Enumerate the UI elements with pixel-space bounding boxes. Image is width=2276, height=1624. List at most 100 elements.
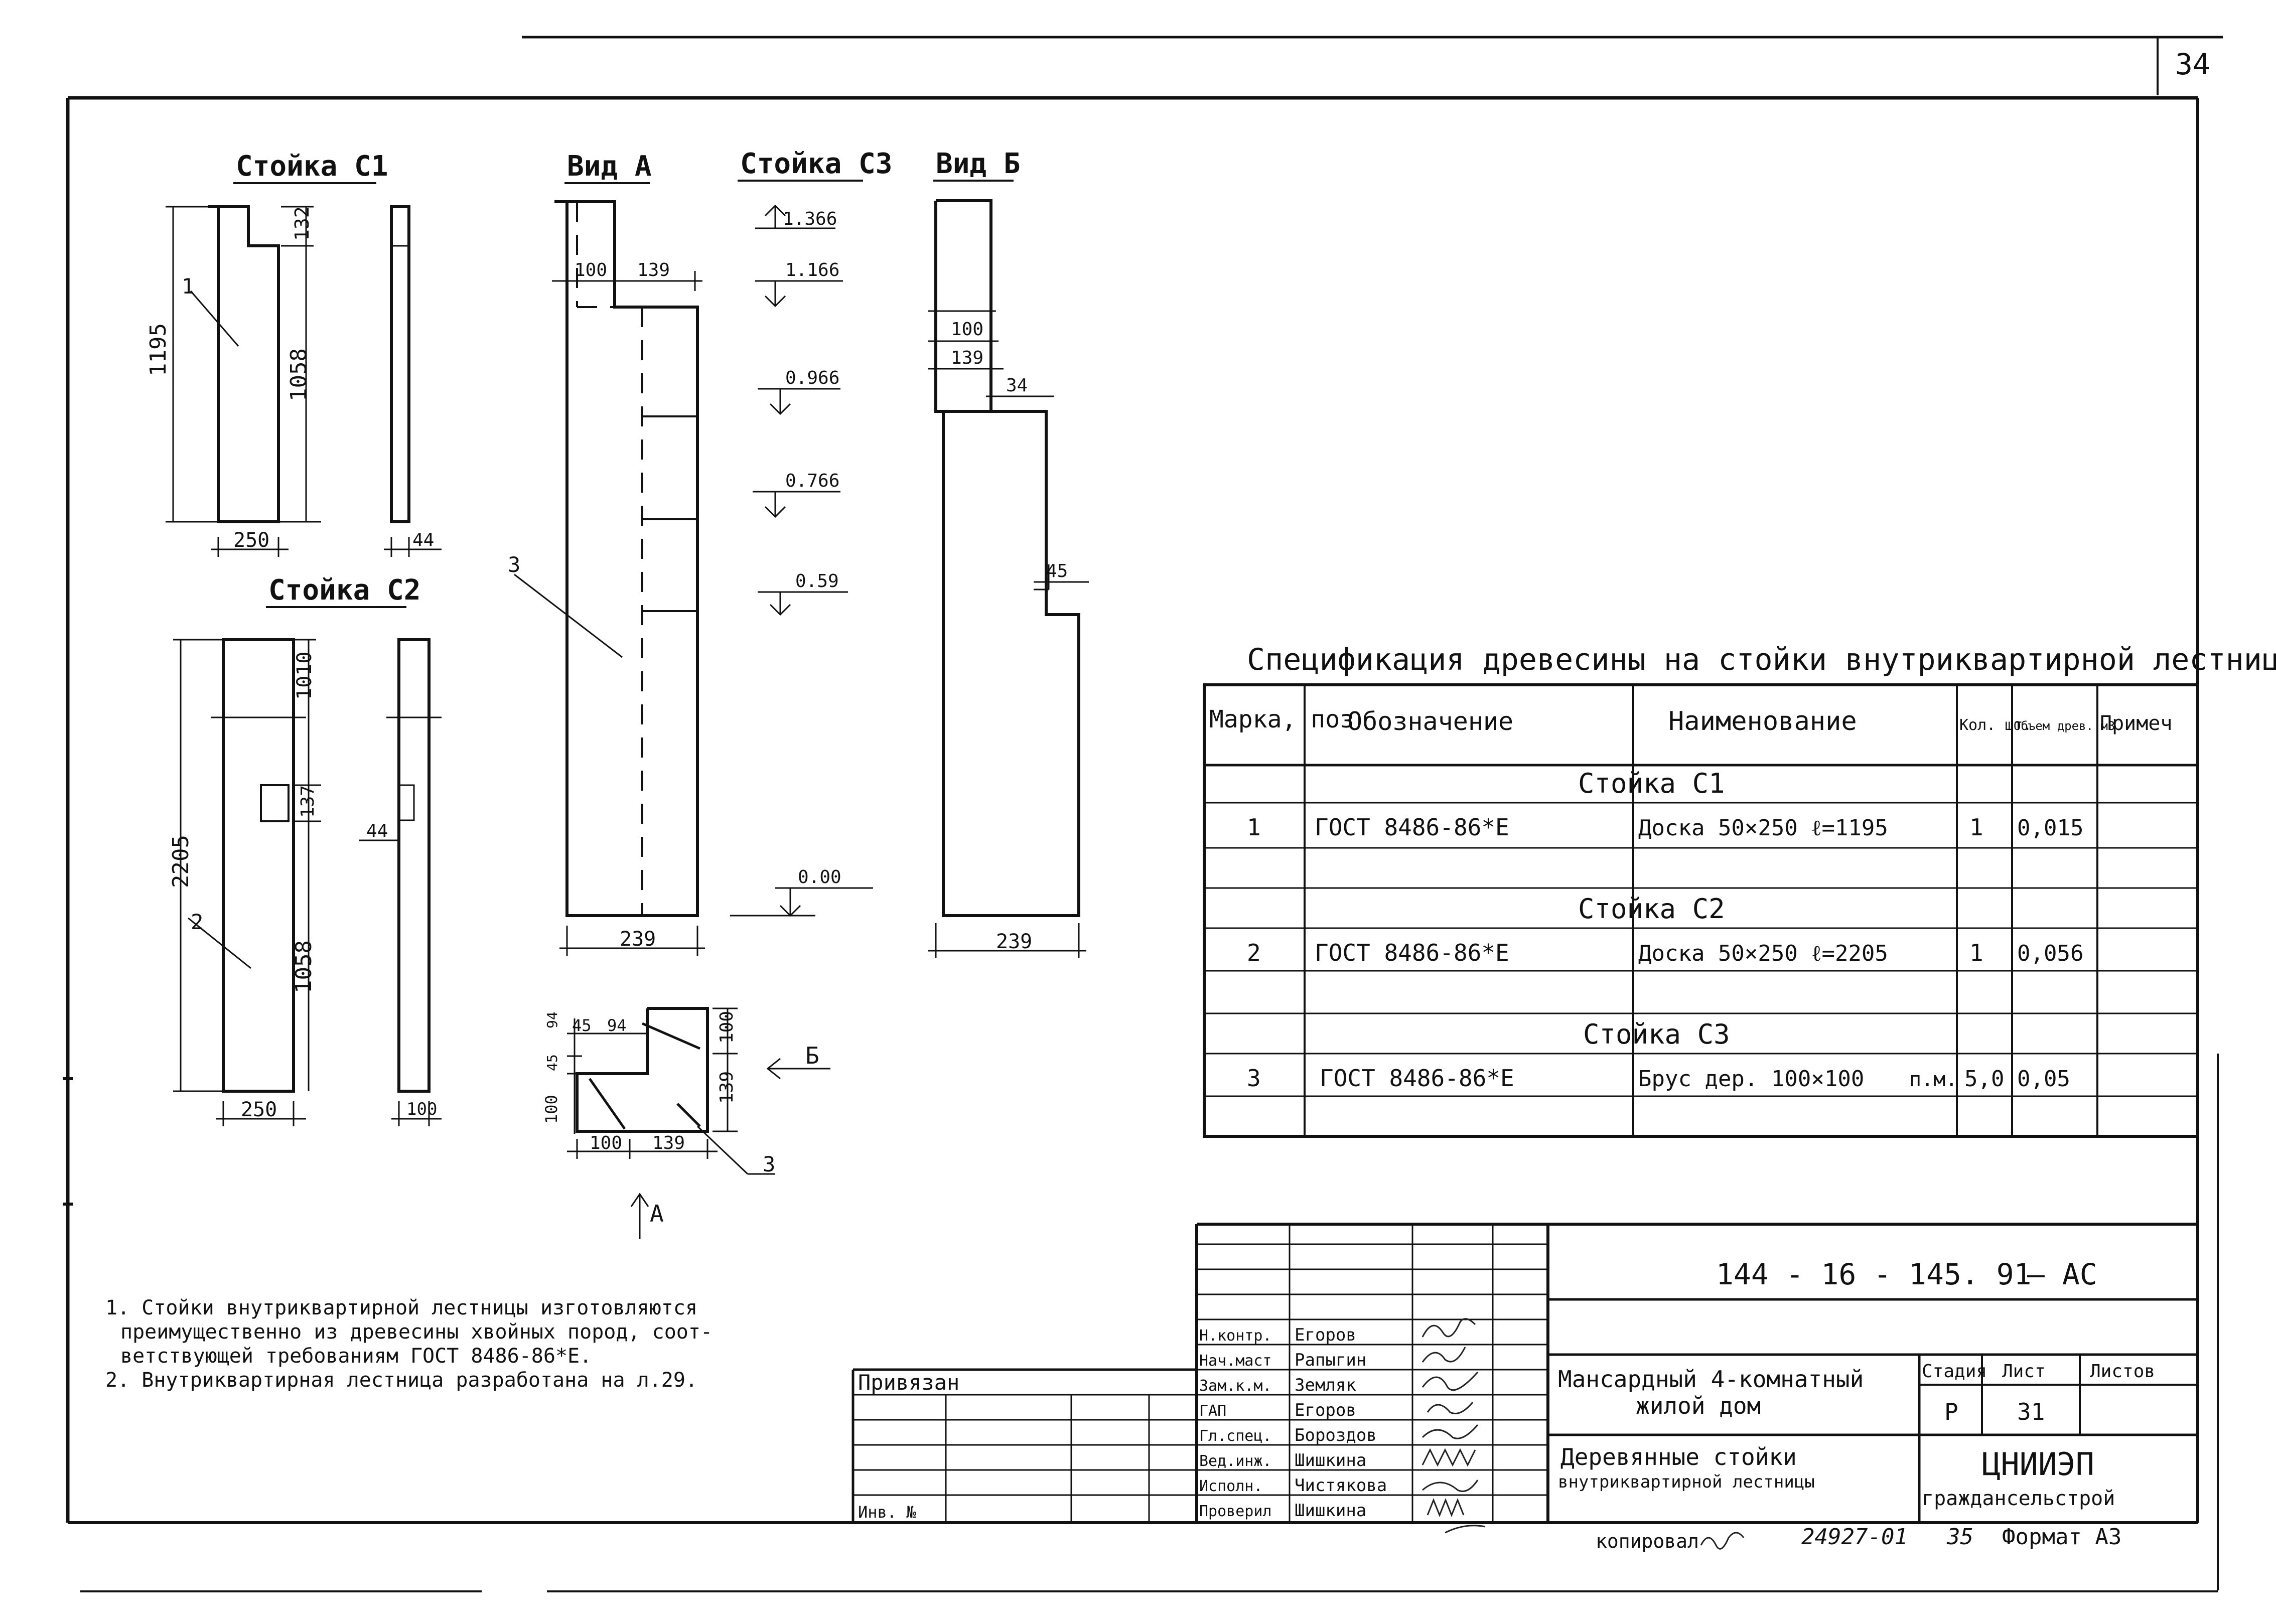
stamp-project-2: жилой дом	[1636, 1392, 1761, 1419]
stamp-name: Шишкина	[1295, 1450, 1366, 1470]
c3-level-6: 0.00	[798, 867, 841, 888]
footer-format: Формат А3	[2002, 1524, 2121, 1550]
vid-a-pos: 3	[508, 552, 520, 577]
c2-h-lower: 1058	[291, 940, 317, 993]
stamp-project-1: Мансардный 4-комнатный	[1558, 1366, 1864, 1393]
stamp-role: ГАП	[1199, 1402, 1226, 1420]
c1-front-view	[208, 205, 280, 523]
note-line-4: 2. Внутриквартирная лестница разработана…	[105, 1369, 697, 1392]
stamp-role: Проверил	[1199, 1503, 1272, 1520]
c2-h-upper: 1010	[293, 652, 316, 700]
section-left-b: 94	[544, 1011, 560, 1028]
spec-row-code: ГОСТ 8486-86*Е	[1315, 814, 1509, 841]
stamp-role: Вед.инж.	[1199, 1452, 1272, 1470]
spec-group-c2: Стойка С2	[1578, 893, 1725, 925]
spec-row-qty: 1	[1969, 939, 1983, 966]
stamp-suffix: – АС	[2027, 1257, 2097, 1291]
stamp-name: Рапыгин	[1295, 1350, 1366, 1370]
section-view	[576, 1007, 709, 1133]
c1-h-upper: 132	[291, 206, 313, 241]
footer-copied: копировал	[1596, 1530, 1699, 1552]
signatures	[1421, 1318, 1486, 1534]
stamp-stage: Р	[1944, 1398, 1958, 1425]
c2-pos: 2	[191, 910, 203, 934]
c2-height: 2205	[168, 835, 194, 888]
spec-row-qty: 5,0	[1964, 1066, 2004, 1092]
title-block-grid	[851, 1223, 2198, 1523]
section-right-b: 139	[717, 1071, 737, 1104]
spec-row-code: ГОСТ 8486-86*Е	[1320, 1065, 1514, 1092]
c3-level-3: 0.966	[785, 368, 839, 388]
note-line-3: ветствующей требованиям ГОСТ 8486-86*Е.	[120, 1345, 592, 1368]
spec-row-name: Доска 50×250 ℓ=1195	[1638, 815, 1888, 841]
spec-row-pos: 3	[1247, 1065, 1261, 1092]
section-arrow-a: А	[650, 1200, 664, 1227]
stamp-stage-label: Стадия	[1922, 1361, 1987, 1382]
stamp-list-label: Лист	[2002, 1361, 2046, 1382]
note-line-2: преимущественно из древесины хвойных пор…	[120, 1320, 713, 1344]
spec-header-note: Примеч	[2100, 712, 2173, 735]
vid-a-width: 239	[620, 928, 656, 951]
vid-a-dim-100: 100	[575, 260, 607, 280]
spec-header-mark: Марка, поз	[1209, 705, 1354, 733]
c2-h-mid: 137	[298, 785, 318, 818]
title-vid-b: Вид Б	[936, 147, 1021, 180]
c3-level-marks	[730, 204, 873, 917]
stamp-sheet-title-2: внутриквартирной лестницы	[1558, 1472, 1815, 1492]
c1-h-lower: 1058	[286, 348, 312, 401]
spec-header-vol: Объем древ. м3	[2014, 719, 2115, 733]
section-pos: 3	[763, 1152, 775, 1176]
spec-row-qty: 1	[1969, 814, 1983, 841]
stamp-name: Земляк	[1295, 1375, 1356, 1395]
spec-row-unit: п.м.	[1909, 1068, 1957, 1091]
stamp-org-2: граждансельстрой	[1922, 1487, 2115, 1510]
c2-thickness: 44	[366, 821, 388, 841]
spec-row-code: ГОСТ 8486-86*Е	[1315, 939, 1509, 966]
stamp-privyazan: Привязан	[858, 1370, 959, 1395]
spec-row-vol: 0,056	[2017, 941, 2083, 966]
stamp-inv: Инв. №	[858, 1503, 916, 1522]
stamp-name: Шишкина	[1295, 1501, 1366, 1521]
c3-level-4: 0.766	[785, 471, 839, 491]
spec-row-vol: 0,015	[2017, 815, 2083, 841]
section-arrow-b: Б	[805, 1042, 819, 1069]
stamp-role: Исполн.	[1199, 1478, 1262, 1495]
spec-group-c1: Стойка С1	[1578, 768, 1725, 799]
c3-level-5: 0.59	[795, 571, 839, 592]
title-stoika-c3: Стойка С3	[740, 147, 892, 180]
c2-front-view	[222, 638, 295, 1093]
spec-row-vol: 0,05	[2017, 1066, 2070, 1092]
stamp-lists-label: Листов	[2090, 1361, 2155, 1382]
stamp-code: 144 - 16 - 145. 91	[1716, 1257, 2032, 1291]
section-left-c: 100	[542, 1095, 561, 1124]
stamp-name: Егоров	[1295, 1325, 1356, 1345]
spec-row-name: Доска 50×250 ℓ=2205	[1638, 941, 1888, 966]
stamp-org-1: ЦНИИЭП	[1982, 1446, 2094, 1483]
sheet-number: 34	[2175, 47, 2210, 81]
stamp-list: 31	[2017, 1398, 2045, 1425]
spec-header-qty: Кол. шт.	[1959, 716, 2032, 734]
spec-row-pos: 2	[1247, 939, 1261, 966]
spec-table-grid	[1203, 683, 2199, 1138]
spec-row-pos: 1	[1247, 814, 1261, 841]
c3-level-2: 1.166	[785, 260, 839, 280]
c2-width: 250	[241, 1098, 277, 1121]
vid-b-view	[934, 199, 1080, 917]
vid-b-dim-34: 34	[1006, 375, 1028, 396]
c2-side-view	[397, 638, 431, 1093]
c1-side-view	[390, 205, 410, 523]
vid-b-dim-139: 139	[951, 348, 983, 368]
footer-n: 35	[1946, 1524, 1973, 1550]
c3-level-1: 1.366	[783, 209, 837, 229]
stamp-sheet-title-1: Деревянные стойки	[1560, 1443, 1797, 1470]
stamp-name: Егоров	[1295, 1400, 1356, 1420]
section-bottom-b: 139	[652, 1133, 685, 1153]
vid-b-dim-45: 45	[1046, 561, 1068, 581]
section-top-b: 94	[607, 1016, 627, 1035]
title-stoika-c1: Стойка С1	[236, 150, 388, 183]
vid-a-view	[554, 200, 699, 917]
vid-b-width: 239	[996, 930, 1032, 953]
stamp-role: Н.контр.	[1199, 1327, 1272, 1345]
spec-row-name: Брус дер. 100×100	[1638, 1066, 1864, 1092]
